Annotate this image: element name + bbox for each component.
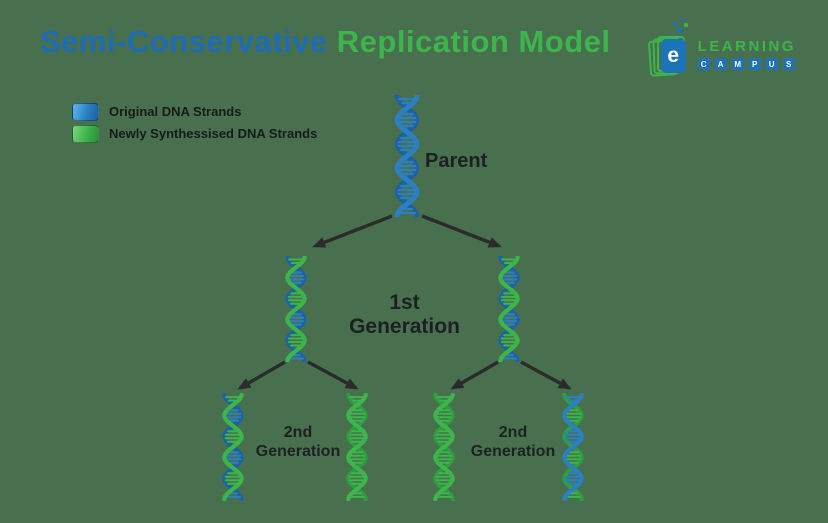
campus-letter-tile: P [748, 58, 761, 70]
gen2-label-left: 2nd Generation [250, 423, 346, 461]
gen2-label-line2: Generation [255, 443, 341, 460]
gen1-label: 1st Generation [349, 291, 460, 338]
arrow-gen1l-to-gen2-2 [307, 360, 359, 390]
dna-helix-gen2-4 [559, 393, 587, 501]
logo-campus-text: C A M P U S [697, 58, 795, 70]
pixel-dot-icon [679, 18, 683, 21]
dna-helix-gen1-right [495, 256, 523, 362]
parent-label: Parent [425, 150, 488, 172]
book-icon: e [647, 18, 691, 78]
arrow-gen1l-to-gen2-1 [237, 360, 286, 390]
gen2-label-line1: 2nd [498, 424, 528, 441]
campus-letter-tile: M [731, 58, 744, 70]
legend-item-new: Newly Synthessised DNA Strands [72, 124, 317, 143]
dna-helix-gen2-3 [430, 393, 458, 501]
campus-letter-tile: S [782, 58, 795, 70]
legend-label: Newly Synthessised DNA Strands [109, 126, 318, 141]
elearning-campus-logo: e LEARNING C A M P U S [647, 18, 796, 78]
legend-label: Original DNA Strands [109, 104, 242, 119]
dna-helix-parent [391, 95, 423, 217]
arrow-parent-to-gen1-right [421, 214, 502, 248]
gen2-label-line1: 2nd [283, 424, 313, 441]
legend-item-original: Original DNA Strands [72, 102, 317, 121]
dna-helix-gen2-1 [219, 393, 247, 501]
pixel-dot-icon [683, 23, 688, 27]
gen2-label-right: 2nd Generation [465, 423, 561, 461]
arrow-gen1r-to-gen2-3 [450, 360, 499, 390]
campus-letter-tile: U [765, 58, 778, 70]
new-strand-swatch [72, 124, 99, 143]
dna-helix-gen2-2 [343, 393, 371, 501]
arrow-parent-to-gen1-left [312, 214, 393, 248]
logo-learning-text: LEARNING [697, 38, 796, 55]
original-strand-swatch [72, 102, 99, 121]
gen2-label-line2: Generation [470, 443, 556, 460]
arrow-gen1r-to-gen2-4 [520, 360, 572, 390]
pixel-dot-icon [676, 28, 682, 33]
pixel-dot-icon [672, 22, 677, 26]
campus-letter-tile: C [697, 58, 710, 70]
campus-letter-tile: A [714, 58, 727, 70]
legend: Original DNA Strands Newly Synthessised … [72, 102, 317, 143]
logo-text: LEARNING C A M P U S [697, 38, 796, 70]
page-title: Semi-Conservative Replication Model [40, 24, 611, 60]
book-cover-icon: e [660, 39, 686, 73]
title-green-part: Replication Model [336, 24, 611, 59]
title-blue-part: Semi-Conservative [40, 24, 328, 59]
dna-helix-gen1-left [282, 256, 310, 362]
